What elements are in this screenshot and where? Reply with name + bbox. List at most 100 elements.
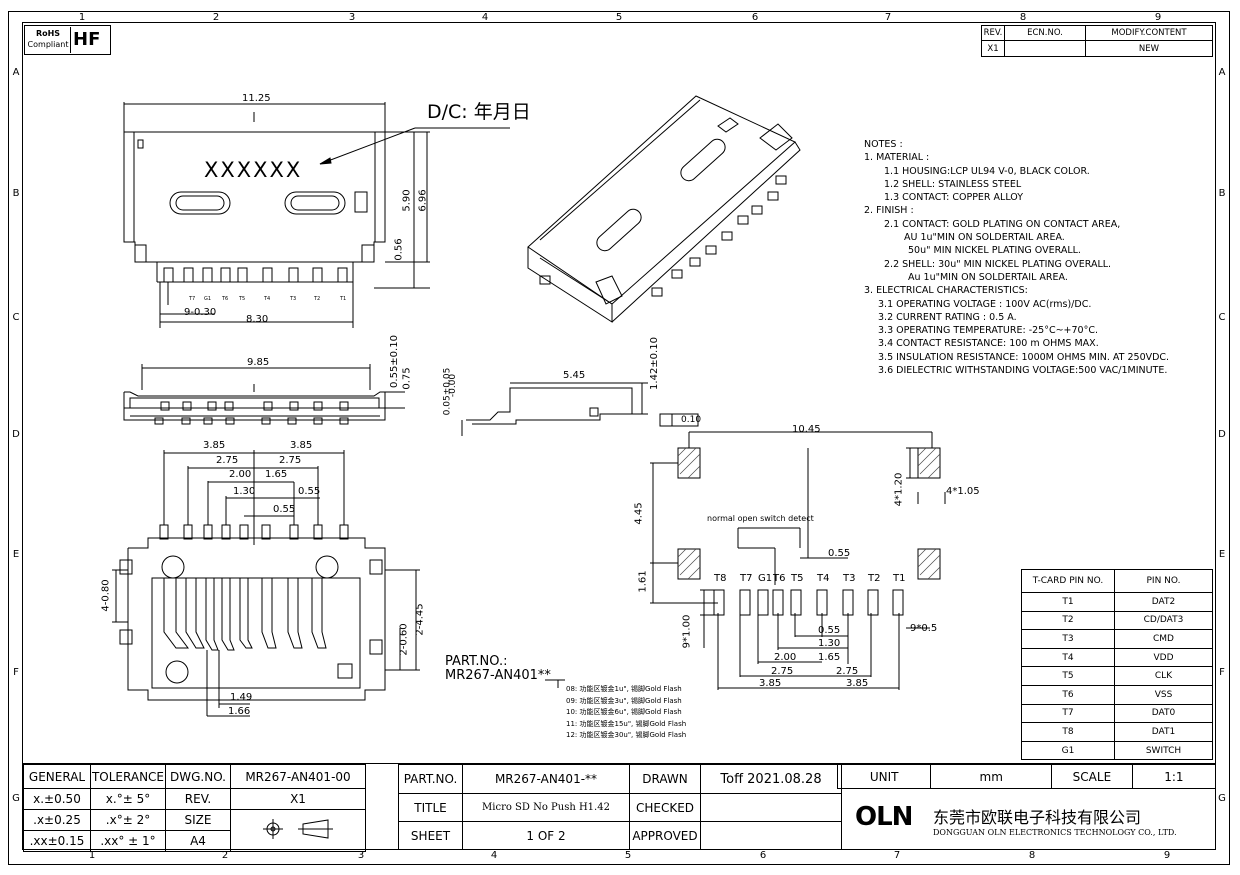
pcb-b385b: 3.85 — [846, 678, 869, 689]
top-h3-dim: 0.56 — [393, 238, 405, 261]
compliant-label: Compliant — [27, 40, 69, 49]
tol-line1b: x.°± 5° — [90, 788, 166, 810]
pcb-pin-label: T2 — [868, 573, 881, 584]
tol-line3: .xx±0.15 — [23, 830, 91, 852]
hf-label: HF — [73, 29, 101, 50]
company-name-cn: 东莞市欧联电子科技有限公司 — [933, 808, 1142, 827]
zone-top-7: 7 — [884, 12, 892, 23]
bv-130: 1.30 — [233, 486, 256, 497]
zone-top-3: 3 — [348, 12, 356, 23]
pin-table-cell: T3 — [1021, 629, 1115, 649]
top-pin-labels: T7 G1 T6 T5 T4 T3 T2 T1 — [162, 296, 362, 304]
zone-bottom-1: 1 — [88, 850, 96, 861]
scale-label: SCALE — [1051, 764, 1133, 789]
pitch-dim: 9-0.30 — [184, 307, 217, 318]
note-line: 1. MATERIAL : — [864, 152, 930, 164]
top-view-outline — [123, 102, 386, 283]
note-line: 2. FINISH : — [864, 205, 914, 217]
bv-055b: 0.55 — [273, 504, 296, 515]
notes-block: NOTES : 1. MATERIAL : 1.1 HOUSING:LCP UL… — [864, 138, 1169, 377]
pin-table-cell: SWITCH — [1114, 740, 1213, 761]
part-no-label: PART.NO.: — [445, 654, 508, 669]
top-pin-label: T3 — [290, 296, 297, 302]
pad-hatch-lines — [677, 447, 941, 580]
zone-row-g-right: G — [1218, 793, 1226, 804]
top-pin-label: T4 — [264, 296, 271, 302]
note-line: 3.3 OPERATING TEMPERATURE: -25°C~+70°C. — [878, 325, 1099, 337]
part-option: 11: 功能区镀金15u", 锡脚Gold Flash — [566, 719, 687, 728]
top-h2-dim: 6.96 — [417, 189, 429, 212]
note-line: 3.2 CURRENT RATING : 0.5 A. — [878, 311, 1017, 323]
pin-table-cell: T8 — [1021, 722, 1115, 742]
modify-value: NEW — [1085, 40, 1213, 57]
pcb-b385a: 3.85 — [759, 678, 782, 689]
bv-055a: 0.55 — [298, 486, 321, 497]
part-option: 08: 功能区镀金1u", 锡脚Gold Flash — [566, 685, 682, 693]
zone-top-1: 1 — [78, 12, 86, 23]
title-block: GENERAL TOLERANCE DWG.NO. MR267-AN401-00… — [23, 763, 1217, 852]
pcb-b165: 1.65 — [818, 652, 841, 663]
revision-table: REV. ECN.NO. MODIFY.CONTENT X1 NEW — [981, 25, 1213, 57]
zone-row-a-right: A — [1218, 67, 1226, 78]
zone-top-4: 4 — [481, 12, 489, 23]
front-h1-dim: 0.55±0.10 — [388, 335, 400, 388]
title-block-middle: PART.NO. MR267-AN401-** DRAWN Toff 2021.… — [398, 764, 842, 850]
dwg-no-label: DWG.NO. — [165, 764, 231, 789]
pcb-9x05: 9*0.5 — [910, 623, 938, 634]
zone-row-a-left: A — [12, 67, 20, 78]
top-width-dim: 11.25 — [242, 93, 271, 104]
company-logo: OLN — [855, 802, 913, 832]
zone-row-e-left: E — [12, 549, 20, 560]
sheet-value: 1 OF 2 — [462, 821, 630, 850]
side-view-outline — [461, 382, 699, 436]
pin-table-header: T-CARD PIN NO. — [1021, 569, 1115, 593]
front-view-outline — [123, 364, 405, 421]
part-option: 12: 功能区镀金30u", 锡脚Gold Flash — [566, 731, 687, 739]
zone-top-9: 9 — [1154, 12, 1162, 23]
zone-row-d-left: D — [12, 429, 20, 440]
rohs-label: RoHS — [35, 29, 61, 38]
pin-table-cell: DAT2 — [1114, 592, 1213, 612]
dwg-no-value: MR267-AN401-00 — [230, 764, 366, 789]
zone-top-6: 6 — [751, 12, 759, 23]
part-no-options: 08: 功能区镀金1u", 锡脚Gold Flash 09: 功能区镀金3u",… — [566, 684, 686, 742]
pcb-b130: 1.30 — [818, 638, 841, 649]
pin-table-cell: G1 — [1021, 740, 1115, 761]
pcb-pads-hatched[interactable] — [677, 447, 941, 616]
zone-bottom-4: 4 — [490, 850, 498, 861]
top-view-pins — [159, 267, 354, 328]
pin-table-cell: T6 — [1021, 684, 1115, 705]
note-line: 3. ELECTRICAL CHARACTERISTICS: — [864, 285, 1028, 297]
top-pin-label: T5 — [239, 296, 246, 302]
tol-line2: .x±0.25 — [23, 809, 91, 831]
flatness-value: 0.10 — [681, 415, 702, 425]
pcb-b200: 2.00 — [774, 652, 797, 663]
zone-row-g-left: G — [12, 793, 20, 804]
pin-table-cell: VDD — [1114, 647, 1213, 668]
tol-line2b: .x°± 2° — [90, 809, 166, 831]
sheet-label: SHEET — [398, 821, 463, 850]
title-block-right: UNIT mm SCALE 1:1 — [836, 764, 1217, 789]
zone-row-d-right: D — [1218, 429, 1226, 440]
pin-table-cell: CLK — [1114, 666, 1213, 686]
isometric-view — [527, 95, 801, 323]
title-label: TITLE — [398, 793, 463, 822]
marking-text: XXXXXX — [204, 158, 303, 182]
checked-value — [700, 793, 842, 822]
note-line: 1.2 SHELL: STAINLESS STEEL — [884, 178, 1022, 190]
note-line: 3.4 CONTACT RESISTANCE: 100 m OHMS MAX. — [878, 338, 1099, 350]
zone-row-c-right: C — [1218, 312, 1226, 323]
pcb-b275a: 2.75 — [771, 666, 794, 677]
note-line: 50u" MIN NICKEL PLATING OVERALL. — [908, 245, 1081, 257]
bv-165: 1.65 — [265, 469, 288, 480]
size-value: A4 — [165, 830, 231, 852]
rev-label: REV. — [165, 788, 231, 810]
zone-row-f-left: F — [13, 667, 19, 678]
bv-060: 2-0.60 — [398, 623, 410, 656]
part-no-value: MR267-AN401** — [445, 668, 551, 683]
zone-bottom-6: 6 — [759, 850, 767, 861]
note-line: AU 1u"MIN ON SOLDERTAIL AREA. — [904, 232, 1065, 244]
part-no-value-tb: MR267-AN401-** — [462, 764, 630, 794]
